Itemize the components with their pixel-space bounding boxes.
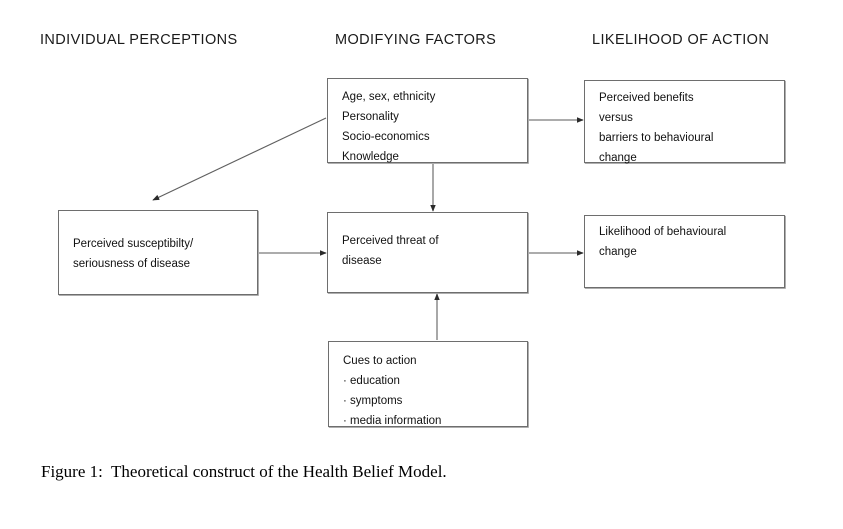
box-perceived-benefits: Perceived benefits versus barriers to be…: [584, 80, 785, 164]
box-perceived-susceptibility-text: Perceived susceptibilty/ seriousness of …: [73, 238, 194, 270]
box-likelihood-of-behavioural-change-text: Likelihood of behavioural change: [599, 226, 727, 258]
box-modifying-factors: Age, sex, ethnicity Personality Socio-ec…: [327, 78, 528, 163]
figure-caption: Figure 1: Theoretical construct of the H…: [41, 462, 447, 481]
box-perceived-benefits-text: Perceived benefits versus barriers to be…: [599, 92, 714, 164]
column-heading-likelihood-of-action: LIKELIHOOD OF ACTION: [592, 32, 770, 48]
box-likelihood-of-behavioural-change: Likelihood of behavioural change: [584, 215, 785, 288]
arrow-modifying-to-susceptibility: [152, 117, 327, 201]
box-cues-to-action: Cues to action · education · symptoms · …: [328, 341, 528, 427]
box-perceived-threat-text: Perceived threat of disease: [342, 235, 439, 267]
box-perceived-threat: Perceived threat of disease: [327, 212, 528, 293]
column-heading-modifying-factors: MODIFYING FACTORS: [335, 32, 497, 48]
column-heading-individual-perceptions: INDIVIDUAL PERCEPTIONS: [40, 32, 238, 48]
box-modifying-factors-text: Age, sex, ethnicity Personality Socio-ec…: [342, 91, 436, 163]
box-perceived-susceptibility: Perceived susceptibilty/ seriousness of …: [58, 210, 258, 295]
box-cues-to-action-text: Cues to action · education · symptoms · …: [343, 355, 442, 427]
